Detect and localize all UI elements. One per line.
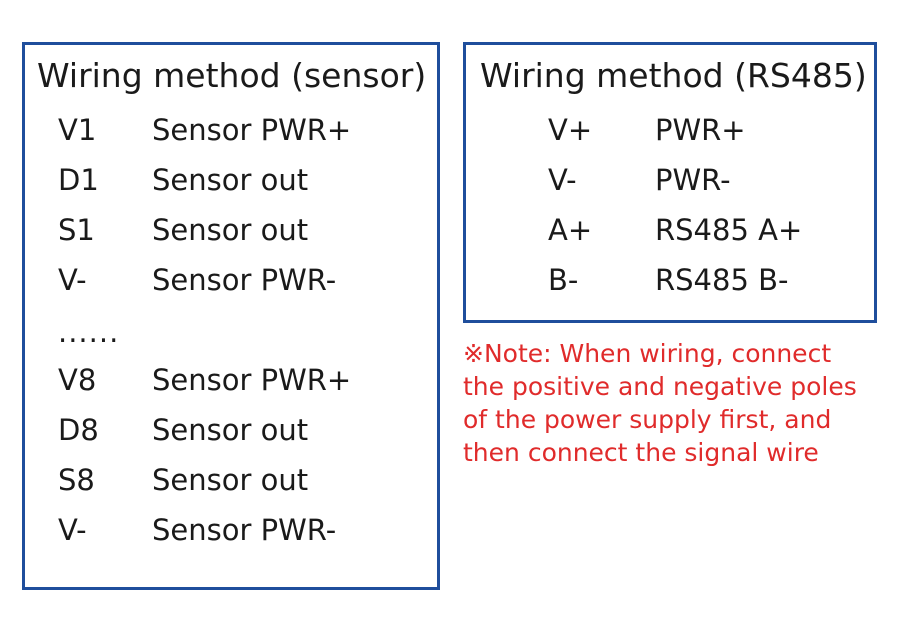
table-row: V8 Sensor PWR+ [25, 363, 437, 413]
pin-label: S8 [58, 463, 95, 497]
table-row: S8 Sensor out [25, 463, 437, 513]
ellipsis-separator: ...... [58, 315, 120, 349]
note-line: ※Note: When wiring, connect [463, 339, 832, 368]
pin-label: D8 [58, 413, 99, 447]
pin-function: Sensor out [152, 413, 309, 447]
pin-label: B- [548, 263, 579, 297]
pin-function: PWR+ [655, 113, 746, 147]
pin-label: V- [58, 513, 87, 547]
pin-label: V8 [58, 363, 97, 397]
rs485-box-title: Wiring method (RS485) [480, 56, 867, 95]
pin-label: V1 [58, 113, 97, 147]
sensor-box-title: Wiring method (sensor) [37, 56, 427, 95]
table-row: V- Sensor PWR- [25, 263, 437, 313]
note-line: the positive and negative poles [463, 372, 857, 401]
pin-function: RS485 A+ [655, 213, 803, 247]
pin-label: V- [58, 263, 87, 297]
table-row: A+ RS485 A+ [466, 213, 874, 263]
pin-function: Sensor PWR- [152, 513, 337, 547]
note-line: of the power supply first, and [463, 405, 832, 434]
pin-function: Sensor PWR+ [152, 363, 352, 397]
table-row: B- RS485 B- [466, 263, 874, 313]
pin-label: A+ [548, 213, 593, 247]
table-row: V1 Sensor PWR+ [25, 113, 437, 163]
table-row: D1 Sensor out [25, 163, 437, 213]
pin-function: RS485 B- [655, 263, 789, 297]
table-row: D8 Sensor out [25, 413, 437, 463]
pin-label: S1 [58, 213, 95, 247]
table-row: S1 Sensor out [25, 213, 437, 263]
sensor-pin-list: V1 Sensor PWR+ D1 Sensor out S1 Sensor o… [25, 113, 437, 563]
pin-label: V- [548, 163, 577, 197]
pin-label: D1 [58, 163, 99, 197]
note-line: then connect the signal wire [463, 438, 819, 467]
wiring-method-rs485-box: Wiring method (RS485) V+ PWR+ V- PWR- A+… [463, 42, 877, 323]
table-row: V+ PWR+ [466, 113, 874, 163]
pin-function: Sensor out [152, 213, 309, 247]
pin-function: Sensor out [152, 163, 309, 197]
rs485-pin-list: V+ PWR+ V- PWR- A+ RS485 A+ B- RS485 B- [466, 113, 874, 313]
table-row: V- Sensor PWR- [25, 513, 437, 563]
table-row: V- PWR- [466, 163, 874, 213]
pin-function: Sensor PWR- [152, 263, 337, 297]
wiring-note: ※Note: When wiring, connect the positive… [463, 337, 883, 469]
pin-function: PWR- [655, 163, 731, 197]
pin-label: V+ [548, 113, 593, 147]
pin-function: Sensor PWR+ [152, 113, 352, 147]
wiring-method-sensor-box: Wiring method (sensor) V1 Sensor PWR+ D1… [22, 42, 440, 590]
pin-function: Sensor out [152, 463, 309, 497]
